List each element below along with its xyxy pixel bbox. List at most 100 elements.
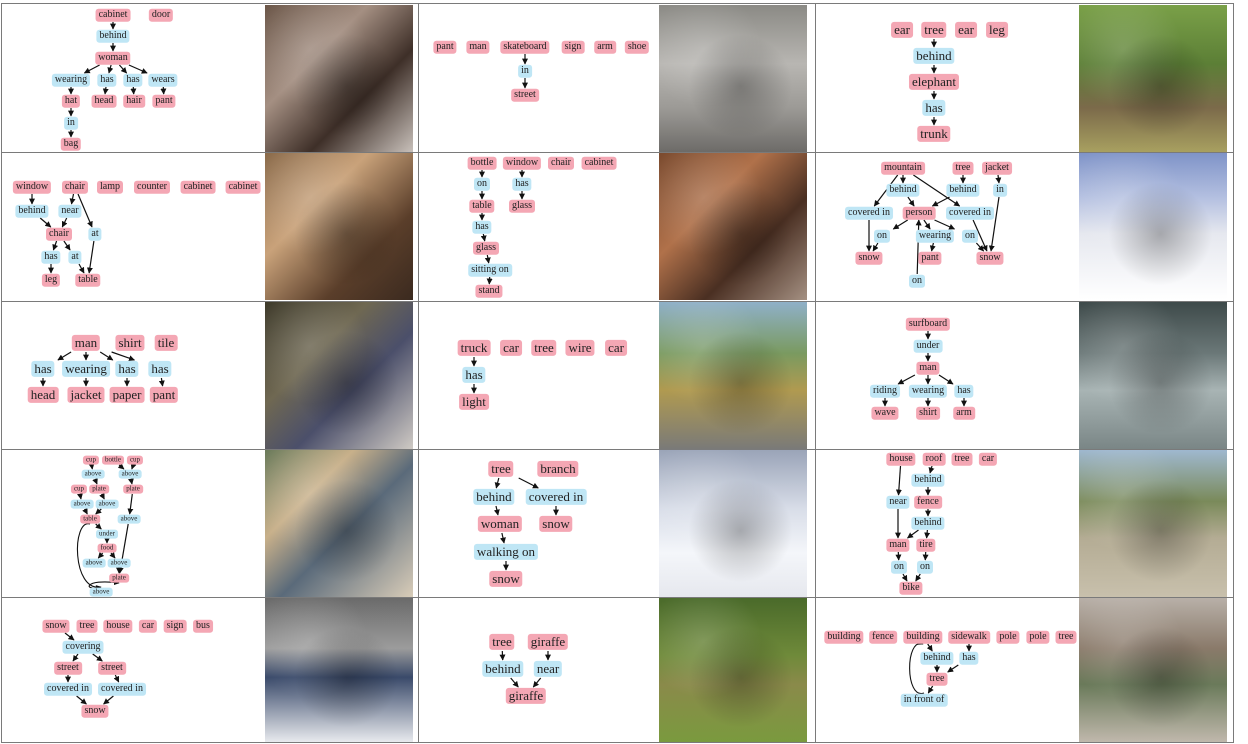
graph-edge — [892, 219, 909, 230]
object-node: house — [886, 452, 916, 466]
graph-edge — [934, 219, 956, 230]
image-texture — [1079, 5, 1227, 152]
object-node: wave — [871, 406, 899, 420]
cluttered-room-image — [659, 153, 807, 300]
graph-edge — [92, 653, 103, 662]
graph-edge — [95, 508, 102, 515]
graph-edge — [484, 254, 491, 264]
relation-node: behind — [96, 29, 130, 43]
relation-node: has — [472, 220, 492, 234]
bus-snow-image — [265, 598, 413, 742]
relation-node: on — [474, 177, 490, 191]
graph-edge — [103, 695, 114, 705]
graph-edge — [76, 695, 87, 705]
object-node: pant — [918, 251, 942, 265]
relation-node: sitting on — [468, 263, 512, 277]
relation-node: riding — [870, 384, 900, 398]
scene-graph-edges — [64, 632, 120, 705]
relation-node: at — [68, 250, 82, 264]
graph-edge — [97, 551, 105, 559]
object-node: window — [12, 180, 52, 194]
image-texture — [659, 450, 807, 597]
object-node: person — [902, 206, 936, 220]
object-node: door — [148, 8, 174, 22]
object-node: arm — [594, 40, 616, 54]
object-node: car — [605, 339, 627, 357]
object-node: bike — [899, 581, 923, 595]
graph-edge — [72, 653, 79, 662]
graph-edge — [873, 174, 899, 207]
graph-edge — [109, 551, 116, 559]
object-node: elephant — [908, 73, 960, 91]
scene-graph-edges — [471, 357, 477, 394]
scene-graph-edges — [479, 170, 525, 285]
relation-node: has — [97, 73, 117, 87]
grid-vertical-line — [1, 3, 2, 743]
scene-graph-edges — [909, 639, 972, 694]
graph-edge — [972, 219, 988, 252]
bike-by-house-image — [1079, 450, 1227, 597]
object-node: cup — [70, 484, 88, 494]
relation-node: on — [874, 229, 890, 243]
graph-edge — [988, 196, 1000, 252]
relation-node: covering — [62, 640, 104, 654]
food-table-image — [265, 450, 413, 597]
object-node: tree — [921, 21, 947, 39]
graph-edge — [915, 573, 922, 582]
object-node: pant — [433, 40, 457, 54]
relation-node: on — [917, 560, 933, 574]
image-texture — [265, 450, 413, 597]
object-node: sidewalk — [948, 630, 990, 644]
object-node: pant — [149, 386, 179, 404]
relation-node: has — [41, 250, 61, 264]
object-node: tree — [488, 460, 514, 478]
grid-vertical-line — [418, 3, 419, 743]
relation-node: wearing — [62, 360, 110, 378]
graph-edge — [39, 217, 52, 228]
object-node: jacket — [67, 386, 105, 404]
graph-edge — [111, 351, 135, 362]
object-node: cabinet — [581, 156, 617, 170]
grid-vertical-line — [1233, 3, 1234, 743]
relation-node: behind — [15, 204, 49, 218]
graph-edge — [995, 174, 1002, 184]
graph-edge — [82, 507, 88, 515]
object-node: fence — [914, 495, 942, 509]
object-node: building — [903, 630, 943, 644]
relation-node: above — [89, 587, 113, 597]
object-node: jacket — [982, 161, 1012, 175]
graph-edge — [926, 643, 933, 652]
object-node: tree — [1055, 630, 1077, 644]
object-node: cup — [82, 455, 100, 465]
object-node: leg — [986, 21, 1008, 39]
relation-node: wearing — [908, 384, 948, 398]
relation-node: covered in — [44, 682, 92, 696]
relation-node: wears — [148, 73, 178, 87]
object-node: man — [886, 538, 910, 552]
object-node: snow — [855, 251, 883, 265]
object-node: street — [54, 661, 82, 675]
relation-node: has — [954, 384, 974, 398]
object-node: lamp — [97, 180, 123, 194]
relation-node: above — [81, 469, 105, 479]
relation-node: has — [31, 360, 55, 378]
graph-edge — [130, 462, 137, 470]
object-node: arm — [953, 406, 975, 420]
image-texture — [1079, 450, 1227, 597]
object-node: shirt — [115, 334, 145, 352]
object-node: man — [466, 40, 490, 54]
object-node: plate — [109, 573, 129, 583]
graph-edge — [924, 529, 931, 539]
object-node: cup — [126, 455, 144, 465]
graph-edge — [127, 478, 134, 485]
man-jacket-portrait-image — [265, 302, 413, 449]
relation-node: above — [118, 469, 142, 479]
relation-node: near — [886, 495, 910, 509]
object-node: man — [916, 361, 940, 375]
object-node: fence — [869, 630, 897, 644]
